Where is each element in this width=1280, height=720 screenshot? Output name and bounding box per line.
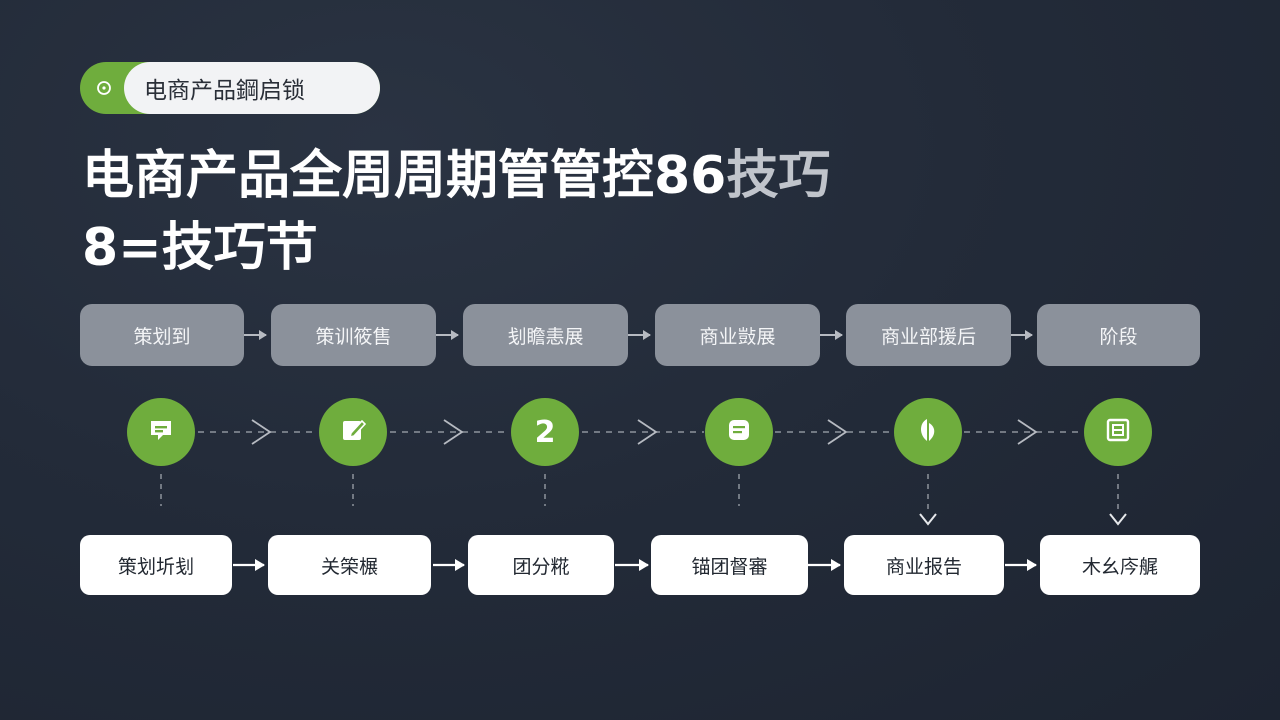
node-1: [127, 398, 195, 466]
stage-box-4: 商业敱展: [655, 304, 820, 366]
step-box-6: 木幺庈艉: [1040, 535, 1200, 595]
edit-icon: [338, 415, 368, 449]
stage-box-5: 商业部援后: [846, 304, 1011, 366]
badge-label: 电商产品鋼启锁: [124, 62, 380, 114]
stage-box-6: 阶段: [1037, 304, 1200, 366]
node-chevron-5: [1017, 419, 1038, 445]
step-box-2: 关筞榐: [268, 535, 431, 595]
node-2: [319, 398, 387, 466]
node-6: [1084, 398, 1152, 466]
stage-box-2: 策训筱售: [271, 304, 436, 366]
node-chevron-2: [443, 419, 464, 445]
node-drop-chevron-6: [1109, 513, 1127, 526]
comment-icon: [146, 415, 176, 449]
title-line1: 电商产品全周周期管管控86: [82, 146, 727, 206]
stage-box-3: 刬瞻恚展: [463, 304, 628, 366]
node-5: [894, 398, 962, 466]
node-chevron-3: [637, 419, 658, 445]
page-title: 电商产品全周周期管管控86技巧 8=技巧节: [82, 140, 830, 284]
title-line1-dim: 技巧: [726, 146, 831, 206]
node-drop-chevron-5: [919, 513, 937, 526]
node-3: 2: [511, 398, 579, 466]
stage-box-1: 策划到: [80, 304, 244, 366]
leaf-icon: [913, 415, 943, 449]
topic-badge: 电商产品鋼启锁: [80, 62, 380, 114]
frame-icon: [1103, 415, 1133, 449]
node-chevron-4: [827, 419, 848, 445]
number-icon: 2: [534, 414, 556, 450]
node-chevron-1: [251, 419, 272, 445]
list-icon: [724, 415, 754, 449]
step-box-5: 商业报告: [844, 535, 1004, 595]
node-4: [705, 398, 773, 466]
step-box-4: 锚团督審: [651, 535, 808, 595]
step-box-1: 策划圻刬: [80, 535, 232, 595]
circle-dot-icon: [94, 78, 114, 98]
title-line2: 8=技巧节: [82, 218, 318, 278]
step-box-3: 团分糀: [468, 535, 614, 595]
